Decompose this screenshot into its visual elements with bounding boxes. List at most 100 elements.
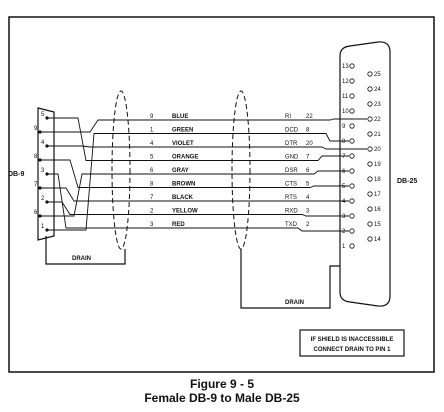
db25-pin-11 bbox=[349, 93, 355, 99]
left-drain-line bbox=[45, 236, 126, 265]
figure-number: Figure 9 - 5 bbox=[189, 377, 254, 391]
db25-pin-3 bbox=[349, 213, 355, 219]
db9-label: DB-9 bbox=[8, 171, 24, 178]
db9-pin-9 bbox=[38, 130, 42, 134]
wire-9-to-22 bbox=[40, 118, 367, 133]
wire-color-label: YELLOW bbox=[172, 209, 198, 215]
wire-color-label: GREEN bbox=[172, 128, 193, 134]
db25-pin-label-6: 6 bbox=[342, 169, 346, 175]
db25-pin-6 bbox=[349, 168, 355, 174]
wire-db9-pin-number: 1 bbox=[150, 128, 154, 134]
db25-pin-18 bbox=[367, 176, 373, 182]
wire-db25-pin-number: 3 bbox=[306, 209, 310, 215]
db25-pin-label-13: 13 bbox=[342, 64, 349, 70]
wire-signal-label: RI bbox=[285, 114, 291, 120]
wire-db9-pin-number: 3 bbox=[150, 222, 154, 228]
right-drain-label: DRAIN bbox=[285, 300, 304, 306]
wire-1-to-8 bbox=[47, 133, 349, 231]
db25-pin-label-12: 12 bbox=[342, 79, 349, 85]
wire-6-to-6 bbox=[40, 170, 349, 217]
db25-pin-label-10: 10 bbox=[342, 109, 349, 115]
wire-db25-pin-number: 20 bbox=[306, 141, 313, 147]
db25-pin-label-23: 23 bbox=[374, 102, 381, 108]
db25-pin-2 bbox=[349, 228, 355, 234]
db25-pin-label-1: 1 bbox=[342, 244, 346, 250]
db25-pin-8 bbox=[349, 138, 355, 144]
wire-db25-pin-number: 5 bbox=[306, 182, 310, 188]
db25-pin-12 bbox=[349, 78, 355, 84]
db9-pin-label-6: 6 bbox=[34, 210, 38, 216]
db9-pin-1 bbox=[45, 228, 49, 232]
db9-pin-label-8: 8 bbox=[34, 154, 38, 160]
db25-pin-label-7: 7 bbox=[342, 154, 346, 160]
db25-pin-4 bbox=[349, 198, 355, 204]
pin-layer: 5948372611312111098765432125242322212019… bbox=[34, 63, 381, 250]
left-shield-oval bbox=[111, 90, 131, 250]
db25-pin-5 bbox=[349, 183, 355, 189]
wire-color-label: BLUE bbox=[172, 114, 188, 120]
db25-pin-label-5: 5 bbox=[342, 184, 346, 190]
wire-db25-pin-number: 6 bbox=[306, 168, 310, 174]
db25-connector-shell bbox=[339, 41, 391, 307]
db9-pin-label-5: 5 bbox=[41, 112, 45, 118]
db9-pin-label-9: 9 bbox=[34, 126, 38, 132]
db25-pin-label-22: 22 bbox=[374, 117, 381, 123]
figure-title: Female DB-9 to Male DB-25 bbox=[144, 391, 300, 405]
wire-db9-pin-number: 4 bbox=[150, 141, 154, 147]
db25-pin-label-19: 19 bbox=[374, 162, 381, 168]
db25-pin-label-18: 18 bbox=[374, 177, 381, 183]
db25-pin-24 bbox=[367, 86, 373, 92]
db25-pin-label-20: 20 bbox=[374, 147, 381, 153]
wire-db9-pin-number: 2 bbox=[150, 209, 154, 215]
db9-pin-label-2: 2 bbox=[41, 196, 45, 202]
db25-pin-label-8: 8 bbox=[342, 139, 346, 145]
db9-pin-label-3: 3 bbox=[41, 168, 45, 174]
note-line-2: CONNECT DRAIN TO PIN 1 bbox=[314, 347, 392, 353]
wire-db9-pin-number: 8 bbox=[150, 182, 154, 188]
db9-pin-label-7: 7 bbox=[34, 182, 38, 188]
wire-signal-label: CTS bbox=[285, 182, 297, 188]
note-box bbox=[299, 329, 405, 357]
db9-pin-5 bbox=[45, 116, 49, 120]
right-shield-oval bbox=[231, 90, 251, 250]
db9-pin-7 bbox=[38, 186, 42, 190]
db25-pin-label-17: 17 bbox=[374, 192, 381, 198]
db25-pin-9 bbox=[349, 123, 355, 129]
wire-signal-label: RTS bbox=[285, 195, 297, 201]
wire-signal-label: TXD bbox=[285, 222, 298, 228]
db25-pin-label-24: 24 bbox=[374, 87, 381, 93]
db25-pin-1 bbox=[349, 243, 355, 249]
wire-7-to-4 bbox=[40, 187, 349, 202]
db25-pin-label-14: 14 bbox=[374, 237, 381, 243]
db9-connector-shell bbox=[37, 107, 55, 241]
wire-db25-pin-number: 2 bbox=[306, 222, 310, 228]
wire-db25-pin-number: 8 bbox=[306, 128, 310, 134]
db9-pin-label-4: 4 bbox=[41, 140, 45, 146]
wire-color-label: ORANGE bbox=[172, 155, 198, 161]
db25-pin-23 bbox=[367, 101, 373, 107]
db25-pin-7 bbox=[349, 153, 355, 159]
db25-pin-20 bbox=[367, 146, 373, 152]
wire-signal-label: DSR bbox=[285, 168, 298, 174]
db25-pin-21 bbox=[367, 131, 373, 137]
wire-color-label: BROWN bbox=[172, 182, 195, 188]
db25-pin-14 bbox=[367, 236, 373, 242]
right-drain-line bbox=[240, 249, 340, 309]
db25-pin-label-25: 25 bbox=[374, 72, 381, 78]
db25-pin-label-16: 16 bbox=[374, 207, 381, 213]
note-line-1: IF SHIELD IS INACCESSIBLE bbox=[311, 337, 394, 343]
wire-color-label: GRAY bbox=[172, 168, 189, 174]
wire-db9-pin-number: 7 bbox=[150, 195, 154, 201]
wire-db9-pin-number: 5 bbox=[150, 155, 154, 161]
db9-pin-8 bbox=[38, 158, 42, 162]
db25-pin-label-2: 2 bbox=[342, 229, 346, 235]
db25-label: DB-25 bbox=[397, 178, 417, 185]
wire-2-to-3 bbox=[47, 201, 349, 217]
wire-db9-pin-number: 6 bbox=[150, 168, 154, 174]
wire-color-label: RED bbox=[172, 222, 185, 228]
db25-pin-22 bbox=[367, 116, 373, 122]
db25-pin-label-4: 4 bbox=[342, 199, 346, 205]
db25-pin-label-3: 3 bbox=[342, 214, 346, 220]
